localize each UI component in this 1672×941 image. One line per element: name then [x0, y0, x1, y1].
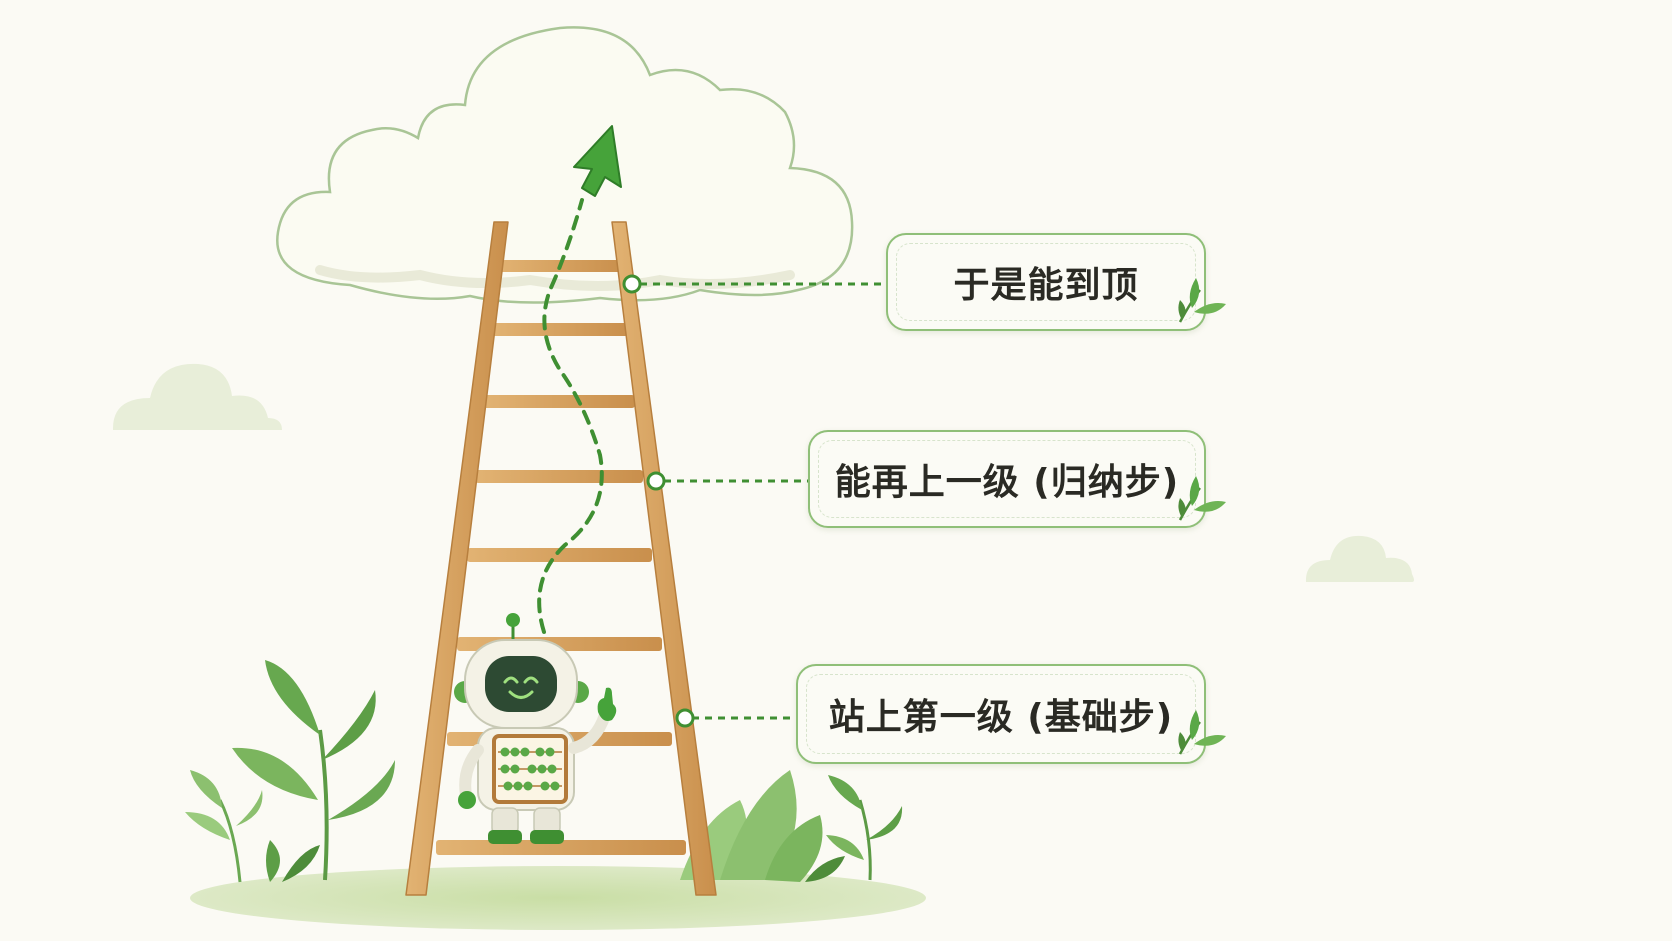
- bush-right-icon: [680, 770, 903, 882]
- connector-dot-bottom: [675, 708, 695, 728]
- connector-dot-top: [622, 274, 642, 294]
- leaf-icon: [1178, 710, 1226, 755]
- small-cloud-left-icon: [112, 363, 282, 430]
- ladder-icon: [405, 221, 717, 896]
- ground: [190, 866, 926, 930]
- robot-icon: [454, 613, 617, 844]
- bush-left-icon: [185, 660, 395, 883]
- step-label-middle-text: 能再上一级 (归纳步): [834, 462, 1180, 503]
- abacus-icon: [492, 734, 568, 804]
- step-label-bottom: 站上第一级 (基础步): [796, 664, 1206, 764]
- connectors: [622, 274, 886, 728]
- leaf-icon: [1178, 278, 1226, 323]
- connector-dot-middle: [646, 471, 666, 491]
- arrow-up-icon: [573, 125, 622, 197]
- leaf-icon: [1178, 476, 1226, 521]
- step-label-top: 于是能到顶: [886, 233, 1206, 331]
- step-label-middle: 能再上一级 (归纳步): [808, 430, 1206, 528]
- step-label-bottom-text: 站上第一级 (基础步): [828, 697, 1174, 738]
- climb-path: [537, 198, 604, 634]
- step-label-top-text: 于是能到顶: [953, 265, 1139, 306]
- small-cloud-right-icon: [1305, 535, 1414, 582]
- cloud-icon: [276, 26, 854, 304]
